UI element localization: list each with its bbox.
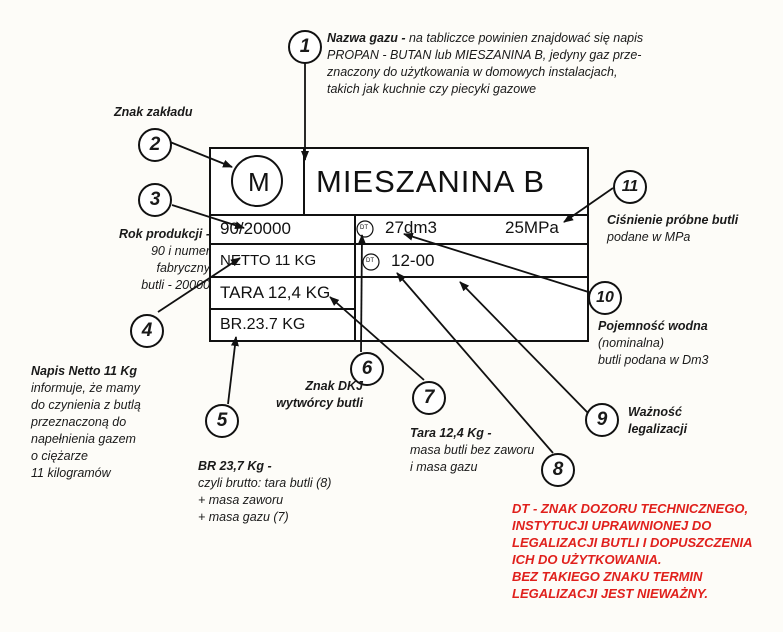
- callout-9-line1: Ważność: [628, 405, 682, 419]
- callout-2-title: Znak zakładu: [114, 105, 193, 119]
- callout-11-text: Ciśnienie próbne butli podane w MPa: [607, 212, 777, 246]
- callout-number-3: 3: [138, 183, 172, 217]
- callout-6-line2: wytwórcy butli: [276, 396, 363, 410]
- plate-gas-name: MIESZANINA B: [316, 164, 546, 199]
- callout-number-9: 9: [585, 403, 619, 437]
- plate-brutto: BR.23.7 KG: [220, 316, 306, 333]
- callout-1-line4: takich jak kuchnie czy piecyki gazowe: [327, 82, 537, 96]
- plate-tara: TARA 12,4 KG: [220, 283, 331, 302]
- callout-9-line2: legalizacji: [628, 422, 688, 436]
- callout-5-line1: czyli brutto: tara butli (8): [198, 476, 332, 490]
- callout-number-4: 4: [130, 314, 164, 348]
- plate-logo-letter: M: [248, 167, 270, 197]
- callout-3-text: Rok produkcji - 90 i numer fabryczny but…: [70, 226, 210, 294]
- callout-1-text: Nazwa gazu - na tabliczce powinien znajd…: [327, 30, 687, 98]
- callout-number-8: 8: [541, 453, 575, 487]
- plate-netto: NETTO 11 KG: [220, 252, 317, 269]
- callout-9-text: Ważność legalizacji: [628, 404, 687, 438]
- callout-6-line1: Znak DKJ: [305, 379, 363, 393]
- callout-4-line4: napełnienia gazem: [31, 432, 136, 446]
- plate-production: 90/20000: [220, 219, 291, 238]
- callout-7-line2: i masa gazu: [410, 460, 478, 474]
- callout-4-title: Napis Netto 11 Kg: [31, 364, 138, 378]
- callout-number-5: 5: [205, 404, 239, 438]
- callout-10-title: Pojemność wodna: [598, 319, 708, 333]
- callout-1-title: Nazwa gazu -: [327, 31, 406, 45]
- callout-10-line1: (nominalna): [598, 336, 665, 350]
- dt-note-line2: INSTYTUCJI UPRAWNIONEJ DO: [512, 518, 712, 533]
- callout-number-7: 7: [412, 381, 446, 415]
- dt-circle-2: [362, 253, 380, 271]
- callout-11-title: Ciśnienie próbne butli: [607, 213, 739, 227]
- dt-note: DT - ZNAK DOZORU TECHNICZNEGO, INSTYTUCJ…: [512, 500, 777, 602]
- callout-7-text: Tara 12,4 Kg - masa butli bez zaworu i m…: [410, 425, 580, 476]
- callout-3-line2: fabryczny: [156, 261, 211, 275]
- callout-7-line1: masa butli bez zaworu: [410, 443, 535, 457]
- callout-3-line1: 90 i numer: [150, 244, 210, 258]
- callout-number-1: 1: [288, 30, 322, 64]
- callout-5-line2: + masa zaworu: [198, 493, 284, 507]
- callout-10-line2: butli podana w Dm3: [598, 353, 709, 367]
- callout-3-title: Rok produkcji -: [119, 227, 210, 241]
- plate-dt-mark-2: DT: [366, 258, 374, 264]
- callout-4-line1: informuje, że mamy: [31, 381, 141, 395]
- plate-pressure: 25MPa: [505, 218, 559, 237]
- callout-5-line3: + masa gazu (7): [198, 510, 289, 524]
- callout-4-line5: o ciężarze: [31, 449, 88, 463]
- callout-5-text: BR 23,7 Kg - czyli brutto: tara butli (8…: [198, 458, 388, 526]
- callout-1-line1: na tabliczce powinien znajdować się napi…: [405, 31, 644, 45]
- callout-1-line3: znaczony do użytkowania w domowych insta…: [327, 65, 618, 79]
- dt-note-line1: DT - ZNAK DOZORU TECHNICZNEGO,: [512, 501, 749, 516]
- logo-circle: [231, 155, 283, 207]
- callout-3-line3: butli - 20000: [141, 278, 210, 292]
- callout-10-text: Pojemność wodna (nominalna) butli podana…: [598, 318, 768, 369]
- callout-number-11: 11: [613, 170, 647, 204]
- plate-validity: 12-00: [391, 251, 435, 270]
- dt-note-line6: LEGALIZACJI JEST NIEWAŻNY.: [512, 586, 708, 601]
- plate-dt-mark-1: DT: [360, 225, 368, 231]
- callout-number-6: 6: [350, 352, 384, 386]
- callout-7-title: Tara 12,4 Kg -: [410, 426, 492, 440]
- callout-4-text: Napis Netto 11 Kg informuje, że mamy do …: [31, 363, 191, 482]
- callout-4-line3: przeznaczoną do: [31, 415, 127, 429]
- callout-6-text: Znak DKJ wytwórcy butli: [248, 378, 363, 412]
- plate-capacity: 27dm3: [385, 218, 437, 237]
- dt-note-line5: BEZ TAKIEGO ZNAKU TERMIN: [512, 569, 703, 584]
- callout-4-line2: do czynienia z butlą: [31, 398, 141, 412]
- arrows: [157, 60, 614, 454]
- callout-4-line6: 11 kilogramów: [31, 466, 111, 480]
- callout-number-2: 2: [138, 128, 172, 162]
- dt-note-line4: ICH DO UŻYTKOWANIA.: [512, 552, 662, 567]
- callout-5-title: BR 23,7 Kg -: [198, 459, 272, 473]
- callout-1-line2: PROPAN - BUTAN lub MIESZANINA B, jedyny …: [327, 48, 642, 62]
- dt-note-line3: LEGALIZACJI BUTLI I DOPUSZCZENIA: [512, 535, 753, 550]
- callout-number-10: 10: [588, 281, 622, 315]
- callout-11-line1: podane w MPa: [607, 230, 691, 244]
